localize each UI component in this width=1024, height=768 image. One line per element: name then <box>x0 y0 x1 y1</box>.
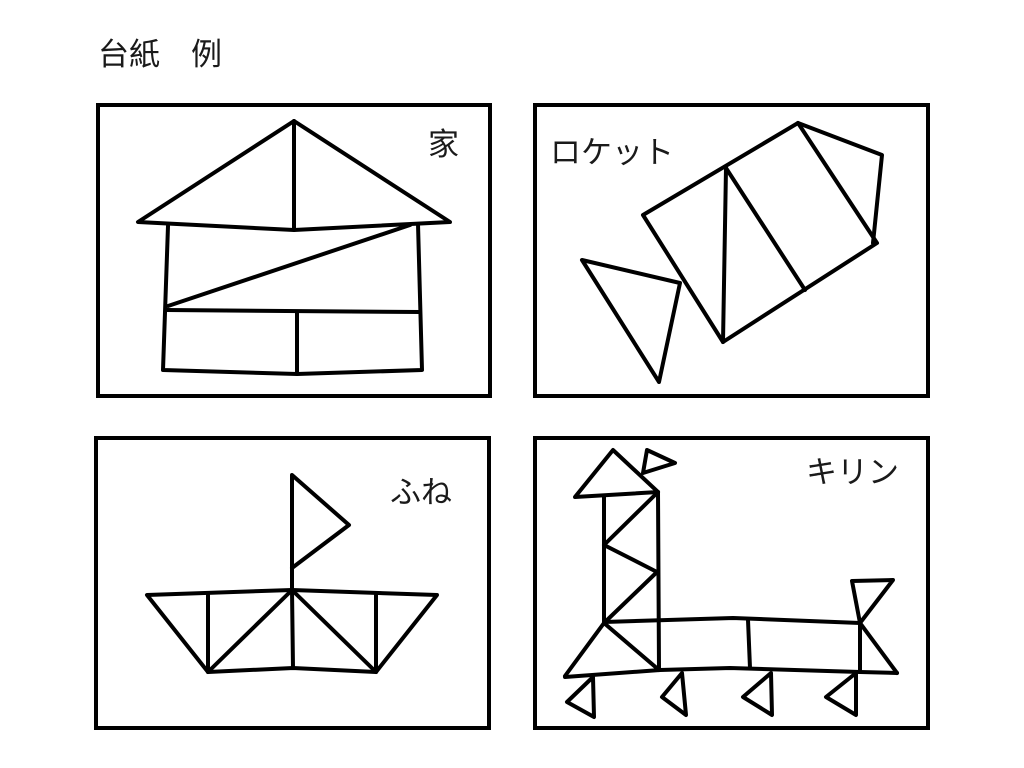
panel-rocket <box>533 103 930 398</box>
rocket-drawing <box>580 121 884 384</box>
page-title: 台紙 例 <box>98 37 222 73</box>
panel-giraffe <box>533 436 930 730</box>
panel-boat <box>94 436 491 730</box>
panel-house <box>96 103 492 398</box>
boat-label: ふね <box>390 475 452 511</box>
giraffe-label: キリン <box>806 455 899 491</box>
rocket-label: ロケット <box>550 135 674 171</box>
house-drawing <box>136 119 452 376</box>
boat-drawing <box>145 473 439 674</box>
giraffe-drawing <box>563 448 899 719</box>
house-label: 家 <box>428 127 459 163</box>
